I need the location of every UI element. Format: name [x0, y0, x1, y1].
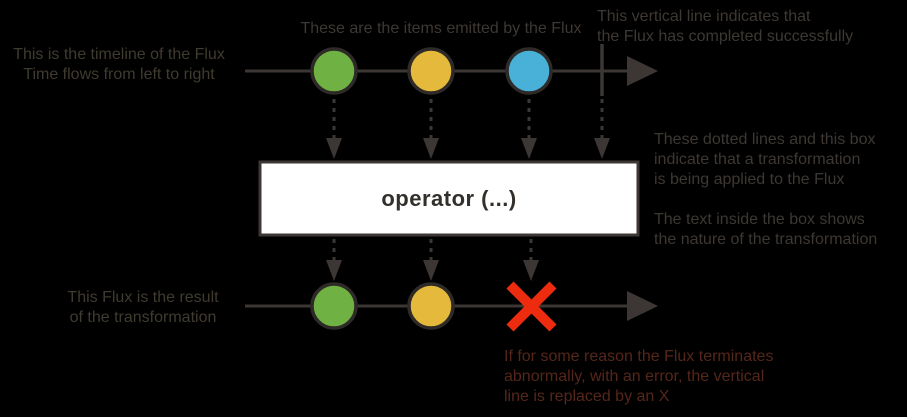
dotted-arrow: [423, 99, 439, 159]
source-item-circle-yellow: [407, 47, 455, 95]
source-timeline-arrowhead-icon: [627, 56, 658, 86]
operator-label: operator (...): [381, 185, 517, 211]
dotted-arrowhead-icon: [523, 260, 539, 281]
source-item-circle-green: [310, 47, 358, 95]
result-items: [310, 282, 455, 330]
dotted-arrowhead-icon: [423, 138, 439, 159]
dotted-arrowhead-icon: [521, 138, 537, 159]
transform-dotted-arrows-bottom: [326, 239, 539, 281]
dotted-arrow: [521, 99, 537, 159]
error-x-icon: [506, 281, 557, 332]
dotted-arrow: [326, 99, 342, 159]
dotted-arrowhead-icon: [326, 138, 342, 159]
operator-box: [258, 160, 640, 237]
annotation-result: This Flux is the result of the transform…: [67, 289, 219, 326]
transform-dotted-arrows-top: [326, 99, 610, 159]
annotation-items: These are the items emitted by the Flux: [300, 20, 582, 37]
result-item-circle-yellow: [407, 282, 455, 330]
dotted-arrow: [423, 239, 439, 281]
dotted-arrow: [594, 99, 610, 159]
annotation-transform: These dotted lines and this box indicate…: [654, 131, 878, 248]
source-items: [310, 47, 553, 95]
result-item-circle-green: [310, 282, 358, 330]
result-timeline-arrowhead-icon: [627, 291, 658, 321]
dotted-arrowhead-icon: [594, 138, 610, 159]
source-item-circle-blue: [505, 47, 553, 95]
dotted-arrowhead-icon: [326, 260, 342, 281]
annotation-timeline: This is the timeline of the Flux Time fl…: [13, 46, 225, 83]
annotation-error: If for some reason the Flux terminates a…: [504, 348, 774, 405]
dotted-arrowhead-icon: [423, 260, 439, 281]
dotted-arrow: [326, 239, 342, 281]
dotted-arrow: [523, 239, 539, 281]
annotation-complete: This vertical line indicates that the Fl…: [597, 8, 854, 45]
